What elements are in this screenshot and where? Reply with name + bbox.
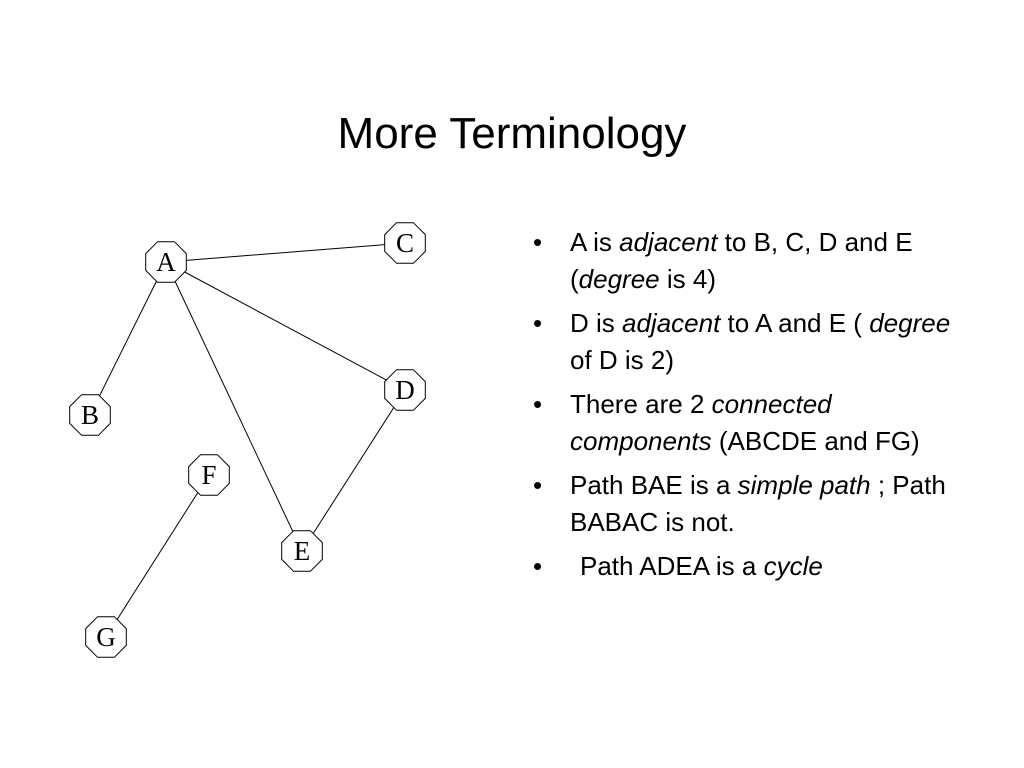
bullet-text: (ABCDE and FG): [711, 426, 920, 456]
bullet-text: to B, C, D and E (: [570, 227, 913, 294]
bullet-term: simple path: [737, 470, 871, 500]
node-octagon: [384, 222, 426, 264]
node-f: F: [188, 454, 230, 496]
bullet-term: degree: [578, 264, 660, 294]
node-octagon: [85, 616, 127, 658]
bullet-term: adjacent: [622, 308, 721, 338]
bullet-list: A is adjacent to B, C, D and E (degree i…: [533, 224, 953, 592]
node-label: A: [156, 247, 176, 277]
node-a: A: [145, 241, 187, 283]
bullet-text: D is: [570, 308, 622, 338]
node-label: C: [396, 228, 414, 258]
bullet-item: Path BAE is a simple path ; Path BABAC i…: [533, 467, 953, 541]
node-octagon: [384, 369, 426, 411]
edge-a-c: [165, 242, 406, 263]
edge-f-g: [105, 474, 210, 638]
edge-a-e: [165, 261, 303, 552]
node-label: E: [294, 536, 311, 566]
node-octagon: [145, 241, 187, 283]
edge-a-b: [89, 261, 167, 416]
node-label: F: [201, 460, 216, 490]
node-c: C: [384, 222, 426, 264]
bullet-text: of D is 2): [570, 345, 675, 375]
bullet-text: ; Path BABAC is not.: [570, 470, 946, 537]
bullet-text: There are 2: [570, 389, 712, 419]
bullet-text: is 4): [659, 264, 716, 294]
bullet-term: connected components: [570, 389, 832, 456]
bullet-text: to A and E (: [720, 308, 870, 338]
edge-d-e: [301, 389, 406, 552]
bullet-term: cycle: [763, 551, 823, 581]
bullet-item: There are 2 connected components (ABCDE …: [533, 386, 953, 460]
bullet-item: Path ADEA is a cycle: [533, 548, 953, 585]
node-octagon: [188, 454, 230, 496]
bullet-term: adjacent: [619, 227, 718, 257]
slide-title: More Terminology: [337, 109, 687, 158]
bullet-text: Path BAE is a: [570, 470, 738, 500]
node-label: G: [96, 622, 116, 652]
bullet-item: D is adjacent to A and E ( degree of D i…: [533, 305, 953, 379]
node-b: B: [69, 394, 111, 436]
node-e: E: [281, 530, 323, 572]
bullet-text: Path ADEA is a: [580, 551, 764, 581]
node-label: B: [81, 400, 99, 430]
node-g: G: [85, 616, 127, 658]
bullet-term: degree: [869, 308, 951, 338]
node-octagon: [281, 530, 323, 572]
bullet-item: A is adjacent to B, C, D and E (degree i…: [533, 224, 953, 298]
node-octagon: [69, 394, 111, 436]
node-label: D: [395, 375, 415, 405]
node-d: D: [384, 369, 426, 411]
bullet-text: A is: [570, 227, 620, 257]
edge-a-d: [165, 261, 406, 391]
